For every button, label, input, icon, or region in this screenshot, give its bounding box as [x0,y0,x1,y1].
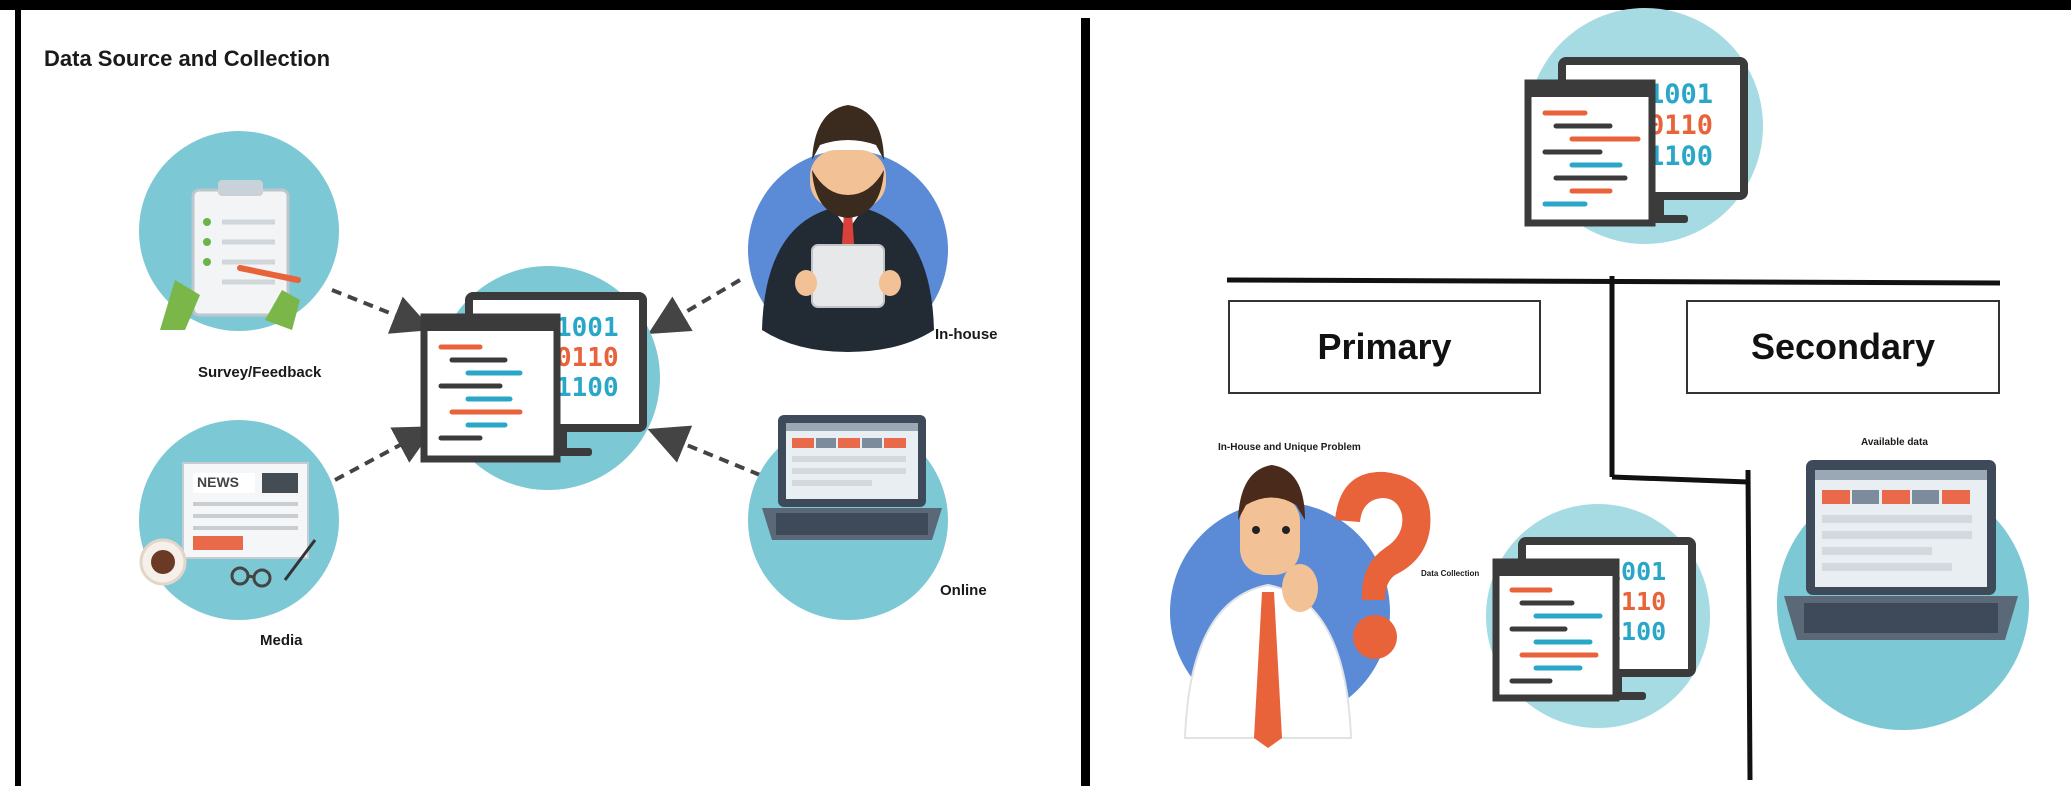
svg-text:1100: 1100 [1648,141,1713,172]
panel-divider [1081,18,1090,786]
secondary-caption: Available data [1861,437,1928,448]
tree-secondary-divider [1745,469,1753,781]
arrow-inhouse [648,278,742,335]
primary-label: Primary [1317,326,1452,367]
arrow-survey [331,288,433,334]
frame-left-border [15,0,21,786]
svg-text:0110: 0110 [1648,110,1713,141]
frame-top-border [0,0,2071,10]
tree-connectors [1226,276,2001,781]
label-online: Online [940,582,987,599]
primary-caption: In-House and Unique Problem [1218,442,1361,453]
primary-box: Primary [1228,300,1541,394]
svg-text:1001: 1001 [1648,79,1713,110]
secondary-label: Secondary [1750,326,1936,367]
question-mark-icon [1335,471,1431,659]
left-panel-title: Data Source and Collection [44,46,331,71]
svg-text:0110: 0110 [556,343,619,373]
tree-branch-line [1611,474,1749,485]
thinking-man-icon [1170,465,1390,748]
arrow-media [334,426,436,482]
database-monitor-icon: 1001 0110 1100 [420,266,660,490]
label-survey: Survey/Feedback [198,364,322,381]
svg-text:1001: 1001 [556,313,619,343]
label-media: Media [260,632,303,649]
laptop-icon-secondary [1777,460,2029,730]
newspaper-icon [139,420,339,620]
businessman-icon [748,105,948,352]
arrow-online [647,425,761,477]
svg-text:1100: 1100 [556,373,619,403]
dashed-arrows [331,278,761,482]
laptop-icon [748,415,948,620]
database-monitor-icon-collection: 1001 0110 1100 [1486,504,1710,728]
newspaper-headline: NEWS [197,474,239,490]
secondary-box: Secondary [1686,300,2000,394]
database-monitor-icon-top: 1001 0110 1100 [1524,8,1763,244]
clipboard-icon [139,131,339,331]
data-collection-caption: Data Collection [1421,569,1480,578]
label-inhouse: In-house [935,326,998,343]
